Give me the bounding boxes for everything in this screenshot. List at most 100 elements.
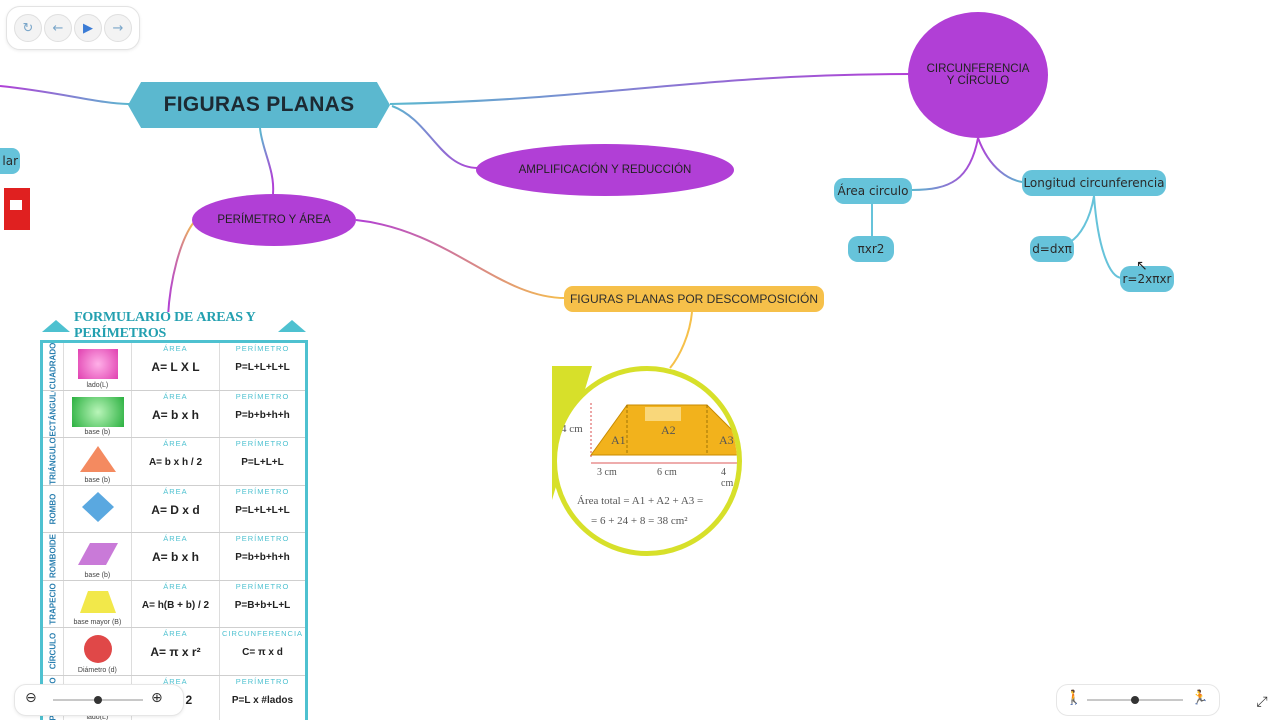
zoom-control: ⊖ ⊕ (14, 684, 184, 716)
formulario-title: FORMULARIO DE ÁREAS Y PERÍMETROS (38, 312, 310, 341)
height-label: 4 cm (561, 423, 583, 435)
area-header: ÁREA (163, 391, 188, 401)
zoom-slider-knob[interactable] (94, 696, 102, 704)
area-header: ÁREA (163, 581, 188, 591)
circunferencia-label-1: CIRCUNFERENCIA (926, 63, 1030, 75)
area-formula: A= D x d (151, 502, 200, 517)
area-formula: A= b x h (151, 407, 199, 422)
area-header: ÁREA (163, 439, 188, 448)
formulario-row: TRAPECIO base mayor (B) ÁREA A= h(B + b) / … (43, 580, 305, 628)
perimeter-formula: P=L x #lados (231, 694, 294, 706)
a3-label: A3 (719, 433, 734, 447)
perimeter-header: PERÍMETRO (235, 391, 290, 401)
shape-figure-cell: base (b) (64, 533, 132, 580)
shape-figure-label: base (b) (84, 571, 111, 579)
descomposicion-node[interactable]: FIGURAS PLANAS POR DESCOMPOSICIÓN (564, 286, 824, 312)
longitud-node[interactable]: Longitud circunferencia (1022, 170, 1166, 196)
perimeter-formula: P=B+b+L+L (234, 599, 291, 611)
area-circulo-node[interactable]: Área circulo (834, 178, 912, 204)
dim-3cm: 3 cm (597, 467, 617, 478)
perimeter-header: PERÍMETRO (235, 344, 290, 353)
perimeter-formula: C= π x d (242, 647, 283, 658)
perimeter-formula: P=L+L+L+L (235, 504, 290, 516)
area-circulo-label: Área circulo (837, 184, 909, 198)
perimeter-header: CIRCUNFERENCIA (221, 629, 304, 638)
playback-toolbar: ↻ ← ▶ → (6, 6, 140, 50)
shape-figure-cell: lado(L) (64, 343, 132, 390)
area-header: ÁREA (163, 344, 188, 353)
shape-name: TRAPECIO (48, 583, 58, 625)
speed-control: 🚶 🏃 (1056, 684, 1220, 716)
shape-figure-label: Diámetro (d) (77, 666, 117, 674)
area-cell: ÁREA A= b x h (132, 390, 220, 437)
perimeter-formula: P=L+L+L+L (235, 362, 290, 373)
main-topic-label: FIGURAS PLANAS (163, 93, 355, 116)
main-topic-node[interactable]: FIGURAS PLANAS (128, 82, 390, 128)
partial-node-label: lar (2, 154, 18, 168)
shape-name-cell: TRIÁNGULO (43, 438, 64, 485)
shape-name: TRIÁNGULO (48, 438, 58, 485)
fast-run-icon[interactable]: 🏃 (1191, 690, 1209, 706)
perimeter-header: PERÍMETRO (235, 534, 290, 543)
shape-name-cell: ROMBOIDE (43, 533, 64, 580)
shape-figure-cell (64, 485, 132, 532)
shape-name-cell: CÍRCULO (43, 628, 64, 675)
area-header: ÁREA (163, 676, 188, 686)
amplificacion-node[interactable]: AMPLIFICACIÓN Y REDUCCIÓN (476, 144, 734, 196)
shape-figure-label: lado(L) (86, 714, 109, 720)
partial-node-left[interactable]: lar (0, 148, 20, 174)
area-cell: ÁREA A= b x h (132, 533, 220, 580)
circunferencia-node[interactable]: CIRCUNFERENCIA Y CÍRCULO (908, 12, 1048, 138)
shape-name-cell: TRAPECIO (43, 580, 64, 627)
perimeter-cell: PERÍMETRO P=B+b+L+L (220, 581, 305, 628)
perimeter-header: PERÍMETRO (235, 439, 290, 448)
circunferencia-label-2: Y CÍRCULO (946, 75, 1010, 87)
fullscreen-exit-icon[interactable]: ⤢ (1256, 694, 1268, 710)
shape-name: RECTÁNGULO (48, 390, 58, 438)
trapezoid-diagram (590, 403, 737, 464)
shape-figure-label: lado(L) (86, 381, 109, 389)
area-formula-node[interactable]: πxr2 (848, 236, 894, 262)
mouse-cursor-icon: ↖ (1136, 258, 1148, 274)
speed-slider-knob[interactable] (1131, 696, 1139, 704)
area-formula: A= b x h (151, 550, 199, 564)
perimeter-header: PERÍMETRO (235, 676, 290, 686)
area-header: ÁREA (163, 629, 188, 638)
longitud-label: Longitud circunferencia (1023, 176, 1165, 190)
slow-walk-icon[interactable]: 🚶 (1065, 690, 1083, 706)
play-icon[interactable]: ▶ (74, 14, 102, 42)
area-header: ÁREA (163, 486, 188, 496)
back-icon[interactable]: ← (44, 14, 72, 42)
zoom-in-icon[interactable]: ⊕ (151, 690, 163, 706)
d-formula-label: d=dxπ (1032, 242, 1072, 256)
shape-figure-label: base mayor (B) (73, 619, 122, 626)
decomposition-image: 4 cm A1 A2 A3 3 cm 6 cm 4 cm Área total … (552, 366, 742, 556)
zoom-out-icon[interactable]: ⊖ (25, 690, 37, 706)
area-header: ÁREA (163, 534, 188, 543)
perimeter-formula: P=b+b+h+h (235, 409, 290, 421)
forward-icon[interactable]: → (104, 14, 132, 42)
perimetro-area-label: PERÍMETRO Y ÁREA (217, 214, 331, 226)
r-formula-node[interactable]: r=2xπxr (1120, 266, 1174, 292)
perimeter-header: PERÍMETRO (235, 581, 290, 591)
partial-image-left (4, 188, 30, 230)
shape-name-cell: ROMBO (43, 485, 64, 532)
d-formula-node[interactable]: d=dxπ (1030, 236, 1074, 262)
formulario-image: FORMULARIO DE ÁREAS Y PERÍMETROS CUADRAD… (38, 312, 310, 720)
dim-4cm: 4 cm (721, 467, 734, 489)
area-formula-label: πxr2 (857, 242, 885, 256)
perimetro-area-node[interactable]: PERÍMETRO Y ÁREA (192, 194, 356, 246)
refresh-icon[interactable]: ↻ (14, 14, 42, 42)
a2-label: A2 (661, 423, 676, 437)
r-formula-label: r=2xπxr (1122, 272, 1172, 286)
area-formula: A= h(B + b) / 2 (141, 599, 210, 611)
